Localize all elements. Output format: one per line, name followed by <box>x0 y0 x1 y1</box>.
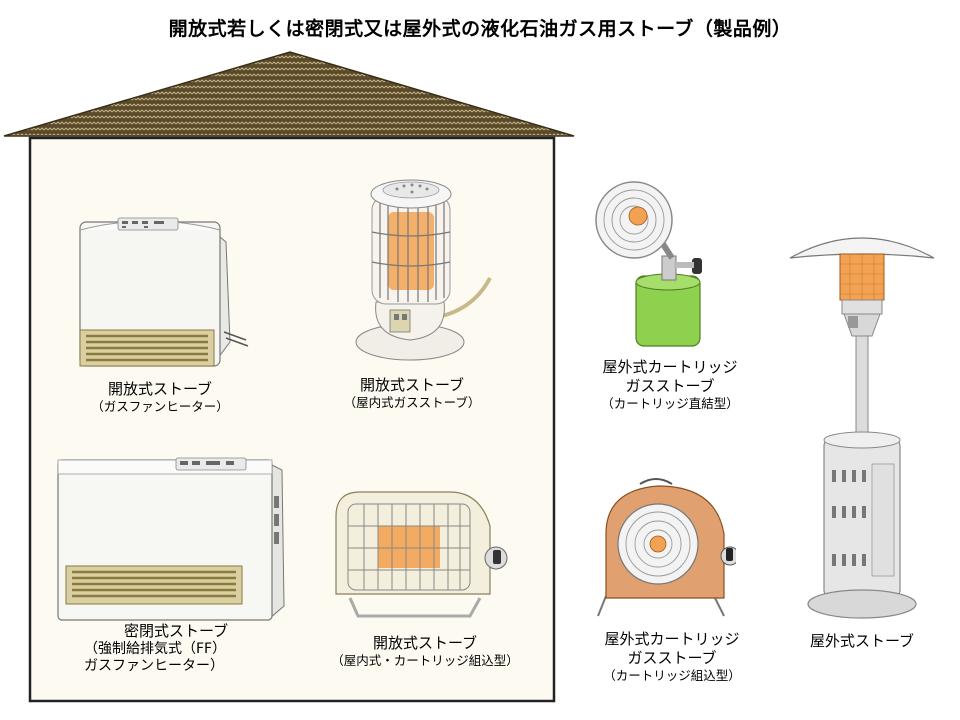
cartridge-indoor-label: 開放式ストーブ <box>372 634 478 652</box>
ff-heater-illustration <box>57 457 285 621</box>
cartridge-builtin-label1: 屋外式カートリッジ <box>604 630 740 648</box>
cartridge-direct-caption: 屋外式カートリッジ ガスストーブ （カートリッジ直結型） <box>590 358 750 411</box>
cartridge-direct-sub: （カートリッジ直結型） <box>601 395 739 411</box>
indoor-gas-stove-label: 開放式ストーブ <box>359 376 465 394</box>
patio-heater-caption: 屋外式ストーブ <box>784 632 940 651</box>
ff-heater-sub1: （強制給排気式（FF） <box>84 640 227 657</box>
cartridge-direct-label2: ガスストーブ <box>625 376 715 395</box>
cartridge-indoor-caption: 開放式ストーブ （屋内式・カートリッジ組込型） <box>318 634 532 668</box>
house-roof <box>3 51 575 137</box>
page-title: 開放式若しくは密閉式又は屋外式の液化石油ガス用ストーブ（製品例） <box>168 18 792 40</box>
cartridge-direct-label1: 屋外式カートリッジ <box>602 358 738 376</box>
ff-heater-label: 密閉式ストーブ <box>124 622 229 640</box>
cartridge-builtin-stove-illustration <box>597 478 736 617</box>
fan-heater-sub: （ガスファンヒーター） <box>91 398 229 414</box>
cartridge-indoor-sub: （屋内式・カートリッジ組込型） <box>331 652 519 668</box>
patio-heater-label: 屋外式ストーブ <box>809 632 915 650</box>
ff-heater-sub2: ガスファンヒーター） <box>84 658 224 675</box>
cartridge-direct-stove-illustration <box>595 181 702 347</box>
cartridge-builtin-caption: 屋外式カートリッジ ガスストーブ （カートリッジ組込型） <box>592 630 752 683</box>
patio-heater-illustration <box>789 237 935 619</box>
cartridge-builtin-label2: ガスストーブ <box>627 648 717 667</box>
fan-heater-label: 開放式ストーブ <box>107 380 213 398</box>
indoor-gas-stove-caption: 開放式ストーブ （屋内式ガスストーブ） <box>327 376 497 410</box>
fan-heater-caption: 開放式ストーブ （ガスファンヒーター） <box>80 380 240 414</box>
gas-fan-heater-illustration <box>79 217 249 367</box>
indoor-gas-stove-sub: （屋内式ガスストーブ） <box>343 394 481 410</box>
cartridge-indoor-stove-illustration <box>335 491 508 618</box>
ff-heater-caption: 密閉式ストーブ （強制給排気式（FF） ガスファンヒーター） <box>84 622 284 676</box>
indoor-gas-stove-illustration <box>355 179 492 361</box>
cartridge-builtin-sub: （カートリッジ組込型） <box>603 667 741 683</box>
